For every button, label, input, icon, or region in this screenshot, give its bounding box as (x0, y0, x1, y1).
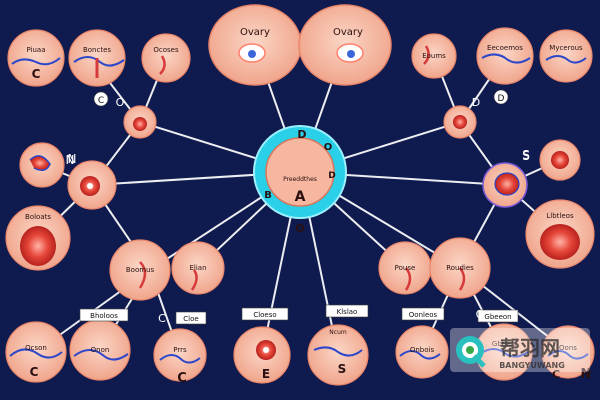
tag-text: C (98, 96, 104, 106)
node-onbois[interactable]: Onbois (395, 325, 449, 379)
node-label: Gbtses (492, 340, 517, 348)
side-letter: S (522, 148, 530, 162)
label-tag: Cloeso (241, 307, 289, 321)
node-label: Eecoemos (487, 44, 523, 52)
side-letter: D (472, 96, 480, 109)
node-label: Ocson (25, 344, 47, 352)
node-letter: C (30, 365, 39, 379)
node-letter: N (66, 153, 75, 167)
tag-text: Bholoos (90, 312, 118, 320)
node-label: Roudies (446, 264, 474, 272)
node-letter: E (262, 367, 270, 381)
node-onon[interactable]: Onon (69, 319, 131, 381)
node-letter: C (552, 368, 560, 381)
node-label: Elian (189, 264, 206, 272)
node-letter: S (338, 362, 347, 376)
side-letters: N S O C O D (68, 96, 530, 325)
node-boomus[interactable]: Boomus (109, 239, 171, 301)
label-tag: Bholoos (79, 308, 129, 322)
hub-ring-letter: D (328, 171, 335, 181)
node-label: Ncum (329, 329, 347, 336)
label-tag: Gbeeon (477, 309, 519, 323)
tag-text: Gbeeon (484, 313, 511, 321)
label-tag: Cloe (175, 311, 207, 325)
node-roudies[interactable]: Roudies (429, 237, 491, 299)
label-tag: Klslao (325, 304, 369, 318)
node-label: Eoums (422, 52, 446, 60)
top-ovary-node-left[interactable]: Ovary (208, 4, 302, 86)
hub-ring-letter: B (264, 190, 272, 201)
side-letter: C (158, 312, 166, 325)
side-letter: N (68, 152, 77, 166)
watermark: 帮羽网 BANGYUWANG (450, 328, 590, 372)
label-tag: D (493, 89, 509, 105)
node-label: Prrs (173, 346, 187, 354)
node-letter: C (32, 67, 41, 81)
node-letter: C (177, 371, 187, 386)
node-ocoses[interactable]: Ocoses (141, 33, 191, 83)
node-elian[interactable]: Elian (171, 241, 225, 295)
node-s-right[interactable]: S (522, 139, 581, 181)
tag-text: Cloeso (253, 311, 276, 319)
node-left-mid[interactable] (67, 160, 117, 210)
node-e[interactable]: E (233, 326, 291, 384)
label-tag: C (93, 91, 109, 107)
node-label: Oons (559, 344, 577, 352)
label-tag: Oonleos (401, 307, 445, 321)
node-letter: N (581, 367, 592, 382)
node-ncum[interactable]: Ncum S (307, 324, 369, 386)
node-left-inner[interactable] (123, 105, 157, 139)
node-label: Onon (91, 346, 110, 354)
watermark-logo-icon (456, 336, 486, 368)
side-letter: O (116, 96, 125, 109)
node-label: Pouse (395, 264, 416, 272)
hub-ring-letter: O (324, 142, 333, 153)
watermark-title: 帮羽网 (500, 336, 560, 360)
node-label: Onbois (410, 346, 435, 354)
ovary-label: Ovary (333, 27, 363, 38)
node-eecoemos[interactable]: Eecoemos (476, 27, 534, 85)
node-label: Ocoses (153, 46, 179, 54)
node-prrs[interactable]: Prrs C (153, 328, 207, 386)
ovary-label: Ovary (240, 27, 270, 38)
node-mycerous[interactable]: Mycerous (539, 29, 593, 83)
tag-text: Klslao (337, 308, 358, 316)
node-eoums[interactable]: Eoums (411, 33, 457, 79)
hub-ring-letter: D (297, 128, 306, 141)
node-ocson[interactable]: Ocson C (5, 321, 67, 383)
hub-label: Preeddthes (283, 176, 317, 183)
node-oons[interactable]: Oons C N (541, 325, 595, 382)
tag-text: D (498, 94, 505, 104)
hub-ring-letter: O (295, 222, 304, 235)
node-pouse[interactable]: Pouse (378, 241, 432, 295)
node-right-mid[interactable] (482, 162, 528, 208)
node-piuaa[interactable]: Piuaa C (7, 29, 65, 87)
node-n-left[interactable]: N (19, 142, 75, 188)
node-bonctes[interactable]: Bonctes (68, 29, 126, 87)
hub-letter: A (295, 189, 306, 205)
node-label: Boomus (126, 266, 155, 274)
node-letter: S (522, 149, 530, 163)
top-ovary-node-right[interactable]: Ovary (298, 4, 392, 86)
node-right-inner[interactable] (443, 105, 477, 139)
node-label: Piuaa (26, 46, 45, 54)
node-label: Bonctes (83, 46, 111, 54)
watermark-subtitle: BANGYUWANG (499, 361, 565, 370)
tag-text: Oonleos (409, 311, 438, 319)
node-boloats[interactable]: Boloats (5, 205, 71, 271)
node-label: Llbtleos (546, 212, 574, 220)
node-llbtleos[interactable]: Llbtleos (525, 199, 595, 269)
tag-text: Cloe (183, 315, 198, 323)
node-label: Mycerous (549, 44, 583, 52)
central-hub[interactable]: Preeddthes A D O D B O (253, 125, 347, 235)
node-label: Boloats (25, 213, 51, 221)
side-letter: O (476, 308, 485, 321)
